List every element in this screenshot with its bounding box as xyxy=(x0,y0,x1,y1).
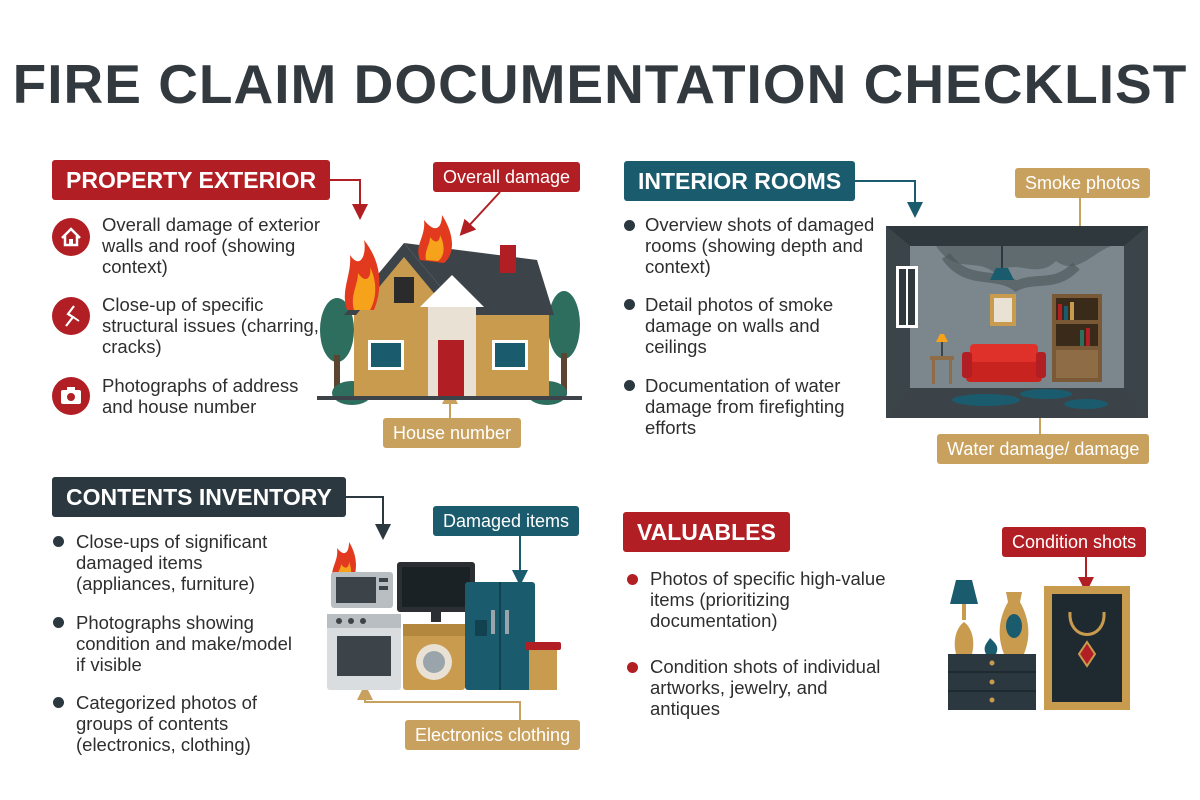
circle-bullet xyxy=(624,220,635,231)
electronics-clothing-callout: Electronics clothing xyxy=(405,720,581,750)
circle-bullet xyxy=(627,574,638,585)
overall-damage-callout: Overall damage xyxy=(433,162,581,192)
interior-item-2: Detail photos of smoke damage on walls a… xyxy=(645,294,834,357)
smoke-photos-callout: Smoke photos xyxy=(1015,168,1151,198)
contents-item-2: Photographs showing condition and make/m… xyxy=(76,612,292,675)
circle-bullet xyxy=(53,697,64,708)
camera-icon xyxy=(52,377,90,415)
valuables-heading: VALUABLES xyxy=(623,512,790,552)
interior-item-3: Documentation of water damage from firef… xyxy=(645,375,845,438)
house-icon xyxy=(52,218,90,256)
valuables-item-2: Condition shots of individual artworks, … xyxy=(650,656,881,719)
circle-bullet xyxy=(624,380,635,391)
damaged-room-illustration xyxy=(886,226,1148,418)
contents-item-1: Close-ups of significant damaged items (… xyxy=(76,531,268,594)
condition-shots-callout: Condition shots xyxy=(1002,527,1147,557)
circle-bullet xyxy=(627,662,638,673)
house-number-callout: House number xyxy=(383,418,522,448)
appliances-illustration xyxy=(327,542,561,690)
circle-bullet xyxy=(624,299,635,310)
circle-bullet xyxy=(53,617,64,628)
exterior-heading: PROPERTY EXTERIOR xyxy=(52,160,331,200)
contents-item-3: Categorized photos of groups of contents… xyxy=(76,692,258,755)
crack-icon xyxy=(52,297,90,335)
interior-heading: INTERIOR ROOMS xyxy=(624,161,856,201)
contents-heading: CONTENTS INVENTORY xyxy=(52,477,346,517)
circle-bullet xyxy=(53,536,64,547)
page-title: FIRE CLAIM DOCUMENTATION CHECKLIST xyxy=(12,53,1188,115)
water-damage-callout: Water damage/ damage xyxy=(937,434,1150,464)
damaged-items-callout: Damaged items xyxy=(433,506,580,536)
valuables-item-1: Photos of specific high-value items (pri… xyxy=(650,568,886,631)
exterior-item-3: Photographs of address and house number xyxy=(102,375,299,417)
valuables-illustration xyxy=(948,580,1130,710)
exterior-item-1: Overall damage of exterior walls and roo… xyxy=(102,214,320,277)
exterior-item-2: Close-up of specific structural issues (… xyxy=(102,294,319,357)
burning-house-illustration xyxy=(317,215,582,405)
interior-item-1: Overview shots of damaged rooms (showing… xyxy=(645,214,875,277)
